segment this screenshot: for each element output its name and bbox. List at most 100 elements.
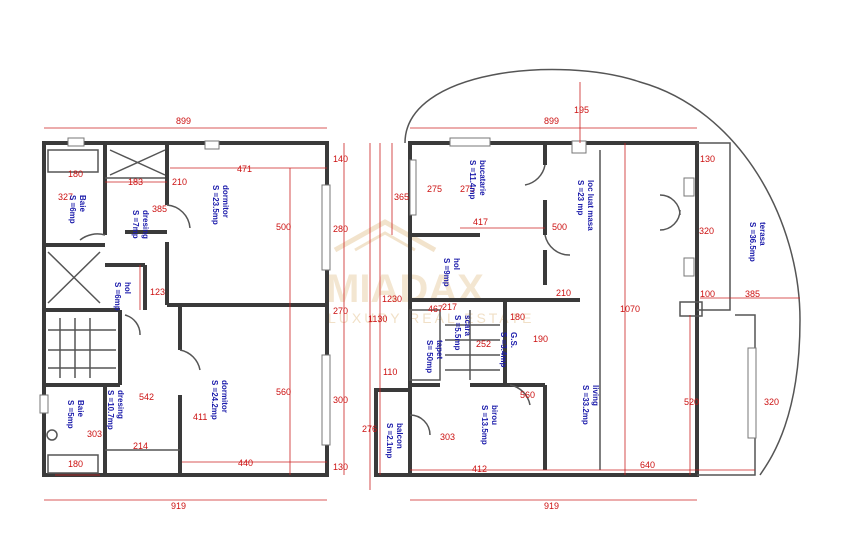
- room-baie-top: Baie S =6mp: [68, 195, 87, 224]
- window: [683, 177, 695, 197]
- room-bucatarie: bucatarie S =11.4mp: [468, 160, 487, 199]
- dim-label: 303: [440, 432, 455, 442]
- dim-label: 280: [333, 224, 348, 234]
- dim-label: 1130: [368, 314, 387, 324]
- dim-label: 467: [428, 304, 443, 314]
- dim-label: 130: [333, 462, 348, 472]
- dim-label: 500: [276, 222, 291, 232]
- dim-label: 500: [552, 222, 567, 232]
- door-arc: [544, 234, 571, 256]
- svg-text:balcon: balcon: [395, 423, 404, 449]
- svg-text:bucatarie: bucatarie: [478, 160, 487, 196]
- svg-text:dormitor: dormitor: [220, 380, 229, 413]
- dim-label: 270: [333, 306, 348, 316]
- dim-label: 899: [176, 116, 191, 126]
- dim-label: 640: [640, 460, 655, 470]
- dim-label: 180: [68, 169, 83, 179]
- dim-label: 417: [473, 217, 488, 227]
- dim-label: 252: [476, 339, 491, 349]
- left-stairs: [48, 318, 116, 378]
- svg-text:Baie: Baie: [78, 195, 87, 212]
- room-gs: G.S. S =3.4mp: [499, 332, 518, 367]
- dim-label: 130: [700, 154, 715, 164]
- dim-label: 327: [58, 192, 73, 202]
- svg-text:S= 50mp: S= 50mp: [425, 340, 434, 373]
- dim-label: 276: [362, 424, 377, 434]
- svg-text:S =6mp: S =6mp: [113, 282, 122, 311]
- dim-label: 210: [172, 177, 187, 187]
- bathtub: [47, 149, 99, 173]
- svg-text:S =5mp: S =5mp: [66, 400, 75, 429]
- dim-label: 210: [556, 288, 571, 298]
- door-arc: [409, 414, 431, 436]
- door-arc: [659, 194, 681, 216]
- room-hol-left: hol S =6mp: [113, 282, 132, 311]
- room-dormitor-top: dormitor S =23.5mp: [211, 185, 230, 225]
- window: [321, 354, 331, 446]
- dim-label: 411: [193, 412, 207, 422]
- door-arc: [79, 233, 106, 241]
- dim-label: 303: [87, 429, 102, 439]
- dim-label: 919: [171, 501, 186, 511]
- dim-label: 275: [460, 184, 475, 194]
- door-arc: [124, 314, 141, 336]
- terrace-arc: [404, 68, 801, 476]
- svg-text:S =24.2mp: S =24.2mp: [210, 380, 219, 420]
- dim-label: 440: [238, 458, 253, 468]
- room-scara: scara S =5.5mp: [453, 315, 472, 350]
- dim-label: 560: [520, 390, 535, 400]
- door-arc: [524, 164, 546, 186]
- window: [204, 140, 220, 150]
- door-arc: [179, 349, 201, 371]
- dim-label: 123: [150, 287, 165, 297]
- dim-label: 217: [442, 302, 457, 312]
- dim-label: 542: [139, 392, 154, 402]
- svg-text:S =9mp: S =9mp: [442, 258, 451, 287]
- dim-label: 214: [133, 441, 148, 451]
- dim-label: 320: [699, 226, 714, 236]
- window: [449, 137, 491, 147]
- svg-text:dormitor: dormitor: [221, 185, 230, 218]
- svg-text:S =3.4mp: S =3.4mp: [499, 332, 508, 367]
- dim-label: 1070: [620, 304, 640, 314]
- dim-label: 300: [333, 395, 348, 405]
- svg-text:S =13.5mp: S =13.5mp: [480, 405, 489, 445]
- dim-label: 183: [128, 177, 143, 187]
- dim-label: 110: [383, 367, 397, 377]
- room-balcon: balcon S =2.1mp: [385, 423, 404, 458]
- window: [571, 140, 587, 154]
- dim-label: 320: [764, 397, 779, 407]
- dim-label: 560: [276, 387, 291, 397]
- svg-text:scara: scara: [463, 315, 472, 336]
- left-plan: [39, 137, 331, 477]
- dim-label: 471: [237, 164, 252, 174]
- room-loc-luat-masa: loc luat masa S =23 mp: [576, 180, 595, 231]
- svg-text:loc luat masa: loc luat masa: [586, 180, 595, 231]
- window: [747, 347, 757, 439]
- watermark-brand: MIADAX: [326, 267, 484, 311]
- svg-text:S =11.4mp: S =11.4mp: [468, 160, 477, 199]
- svg-text:S =10.7mp: S =10.7mp: [106, 390, 115, 430]
- door-arc: [659, 209, 681, 231]
- svg-text:living: living: [591, 385, 600, 406]
- right-plan: [374, 68, 801, 477]
- svg-text:Baie: Baie: [76, 400, 85, 417]
- dim-label: 385: [745, 289, 760, 299]
- dim-label: 412: [472, 464, 487, 474]
- svg-text:S =5.5mp: S =5.5mp: [453, 315, 462, 350]
- room-tapet: tapet S= 50mp: [425, 340, 444, 373]
- svg-text:hol: hol: [452, 258, 461, 270]
- dim-label: 899: [544, 116, 559, 126]
- svg-text:dresing: dresing: [141, 210, 150, 239]
- room-baie-bottom: Baie S =5mp: [66, 400, 85, 429]
- balcony-outline: [374, 388, 412, 477]
- dim-label: 100: [700, 289, 715, 299]
- right-outer-wall: [408, 141, 699, 477]
- dim-label: 520: [684, 397, 699, 407]
- svg-text:S =33.2mp: S =33.2mp: [581, 385, 590, 425]
- svg-text:S =23.5mp: S =23.5mp: [211, 185, 220, 225]
- room-living: living S =33.2mp: [581, 385, 600, 425]
- window: [683, 257, 695, 277]
- room-terasa: terasa S =36.5mp: [748, 222, 767, 262]
